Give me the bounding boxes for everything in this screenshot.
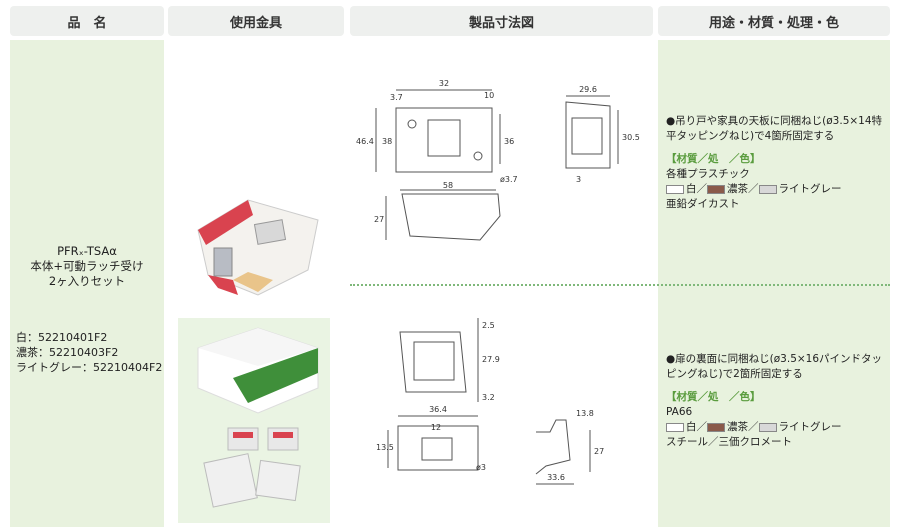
dim-46-4: 46.4: [356, 137, 374, 146]
dim-phi-3: ø3: [476, 463, 486, 472]
color-white-label-b: 白／: [686, 421, 707, 433]
usage-bottom-mat-head: 【材質／処 ／色】: [666, 391, 761, 403]
dim-27-9: 27.9: [482, 355, 500, 364]
color-gray-label: ライトグレー: [778, 183, 842, 195]
drawing-column: 32 10 3.7 46.4 38 36 ø3.7 58 27 29.6 30.…: [350, 40, 653, 527]
usage-top-material2: 亜鉛ダイカスト: [666, 198, 740, 210]
swatch-brown: [707, 184, 725, 194]
swatch-gray-b: [758, 422, 777, 432]
dim-3-7: 3.7: [390, 93, 403, 102]
code-white: 白：52210401F2: [16, 331, 108, 344]
dim-58: 58: [443, 181, 453, 190]
dim-13-8: 13.8: [576, 409, 594, 418]
dim-36: 36: [504, 137, 514, 146]
header-product: 品 名: [10, 6, 164, 36]
product-name-line3: 2ヶ入りセット: [48, 274, 126, 288]
code-gray: ライトグレー：52210404F2: [16, 361, 163, 374]
dim-33-6: 33.6: [547, 473, 565, 482]
dimension-drawings: 32 10 3.7 46.4 38 36 ø3.7 58 27 29.6 30.…: [356, 79, 640, 485]
header-usage: 用途・材質・処理・色: [658, 6, 890, 36]
product-column: PFRₓ-TSAα 本体+可動ラッチ受け 2ヶ入りセット 白：52210401F…: [10, 40, 164, 527]
dim-30-5: 30.5: [622, 133, 640, 142]
swatch-gray: [758, 184, 777, 194]
package-illustration: [197, 327, 319, 508]
usage-bottom-desc: ●扉の裏面に同梱ねじ(ø3.5×16パインドタッピングねじ)で2箇所固定する: [666, 353, 883, 380]
dim-27-b: 27: [594, 447, 604, 456]
package-photo: [178, 318, 330, 523]
dim-32: 32: [439, 79, 449, 88]
dim-38: 38: [382, 137, 392, 146]
dim-12: 12: [431, 423, 441, 432]
usage-top: ●吊り戸や家具の天板に同梱ねじ(ø3.5×14特平タッピングねじ)で4箇所固定す…: [666, 114, 888, 212]
usage-bottom-material2: スチール／三価クロメート: [666, 436, 792, 448]
latch-body-photo: [197, 199, 319, 296]
swatch-white: [666, 184, 684, 194]
usage-top-desc: ●吊り戸や家具の天板に同梱ねじ(ø3.5×14特平タッピングねじ)で4箇所固定す…: [666, 115, 883, 142]
code-brown: 濃茶：52210403F2: [16, 346, 119, 359]
dim-13-5: 13.5: [376, 443, 394, 452]
usage-bottom-colors: 白／ 濃茶／ ライトグレー: [666, 420, 888, 435]
product-name-line2: 本体+可動ラッチ受け: [30, 259, 144, 273]
usage-bottom-material1: PA66: [666, 406, 693, 418]
dim-phi-3-7: ø3.7: [500, 175, 518, 184]
color-brown-label: 濃茶／: [727, 183, 759, 195]
color-gray-label-b: ライトグレー: [778, 421, 842, 433]
color-white-label: 白／: [686, 183, 707, 195]
header-drawing: 製品寸法図: [350, 6, 653, 36]
usage-top-material1: 各種プラスチック: [666, 168, 750, 180]
product-name: PFRₓ-TSAα 本体+可動ラッチ受け 2ヶ入りセット: [10, 244, 164, 289]
dim-10: 10: [484, 91, 494, 100]
usage-top-colors: 白／ 濃茶／ ライトグレー: [666, 182, 888, 197]
usage-top-mat-head: 【材質／処 ／色】: [666, 153, 761, 165]
product-name-line1: PFRₓ-TSAα: [57, 244, 117, 258]
usage-bottom: ●扉の裏面に同梱ねじ(ø3.5×16パインドタッピングねじ)で2箇所固定する 【…: [666, 352, 888, 450]
swatch-brown-b: [707, 422, 725, 432]
usage-column: ●吊り戸や家具の天板に同梱ねじ(ø3.5×14特平タッピングねじ)で4箇所固定す…: [658, 40, 890, 527]
dim-36-4: 36.4: [429, 405, 447, 414]
product-codes: 白：52210401F2 濃茶：52210403F2 ライトグレー：522104…: [16, 330, 162, 375]
header-fittings: 使用金具: [168, 6, 344, 36]
section-divider: [350, 284, 890, 286]
color-brown-label-b: 濃茶／: [727, 421, 759, 433]
dim-2-5: 2.5: [482, 321, 495, 330]
swatch-white-b: [666, 422, 684, 432]
dim-29-6: 29.6: [579, 85, 597, 94]
fittings-column: [168, 40, 344, 527]
dim-27: 27: [374, 215, 384, 224]
dim-3: 3: [576, 175, 581, 184]
dim-3-2: 3.2: [482, 393, 495, 402]
